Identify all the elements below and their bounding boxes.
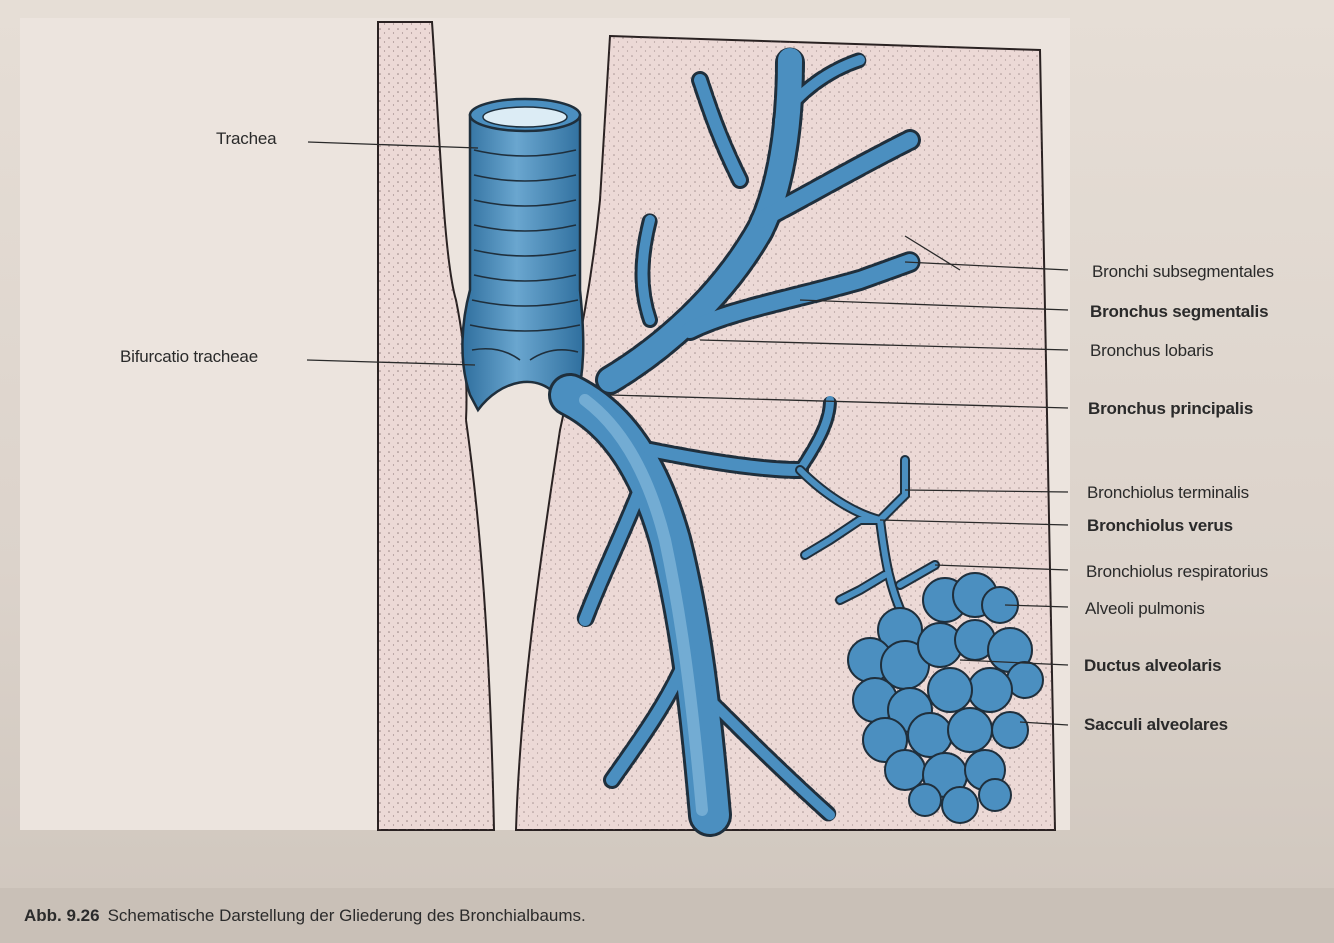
label-bronchi-subsegmentales: Bronchi subsegmentales [1092,262,1274,282]
caption-number: Abb. 9.26 [24,906,100,925]
label-bronchiolus-respiratorius: Bronchiolus respiratorius [1086,562,1268,582]
figure-caption: Abb. 9.26 Schematische Darstellung der Gl… [24,906,586,926]
trachea [462,99,583,410]
label-bronchiolus-verus: Bronchiolus verus [1087,516,1233,536]
label-ductus-alveolaris: Ductus alveolaris [1084,656,1221,676]
label-alveoli-pulmonis: Alveoli pulmonis [1085,599,1205,619]
label-sacculi-alveolares: Sacculi alveolares [1084,715,1228,735]
label-bronchus-segmentalis: Bronchus segmentalis [1090,302,1268,322]
label-bronchiolus-terminalis: Bronchiolus terminalis [1087,483,1249,503]
label-trachea: Trachea [216,129,276,149]
caption-text: Schematische Darstellung der Gliederung … [108,906,586,925]
label-bifurcatio-tracheae: Bifurcatio tracheae [120,347,258,367]
label-bronchus-lobaris: Bronchus lobaris [1090,341,1213,361]
label-bronchus-principalis: Bronchus principalis [1088,399,1253,419]
